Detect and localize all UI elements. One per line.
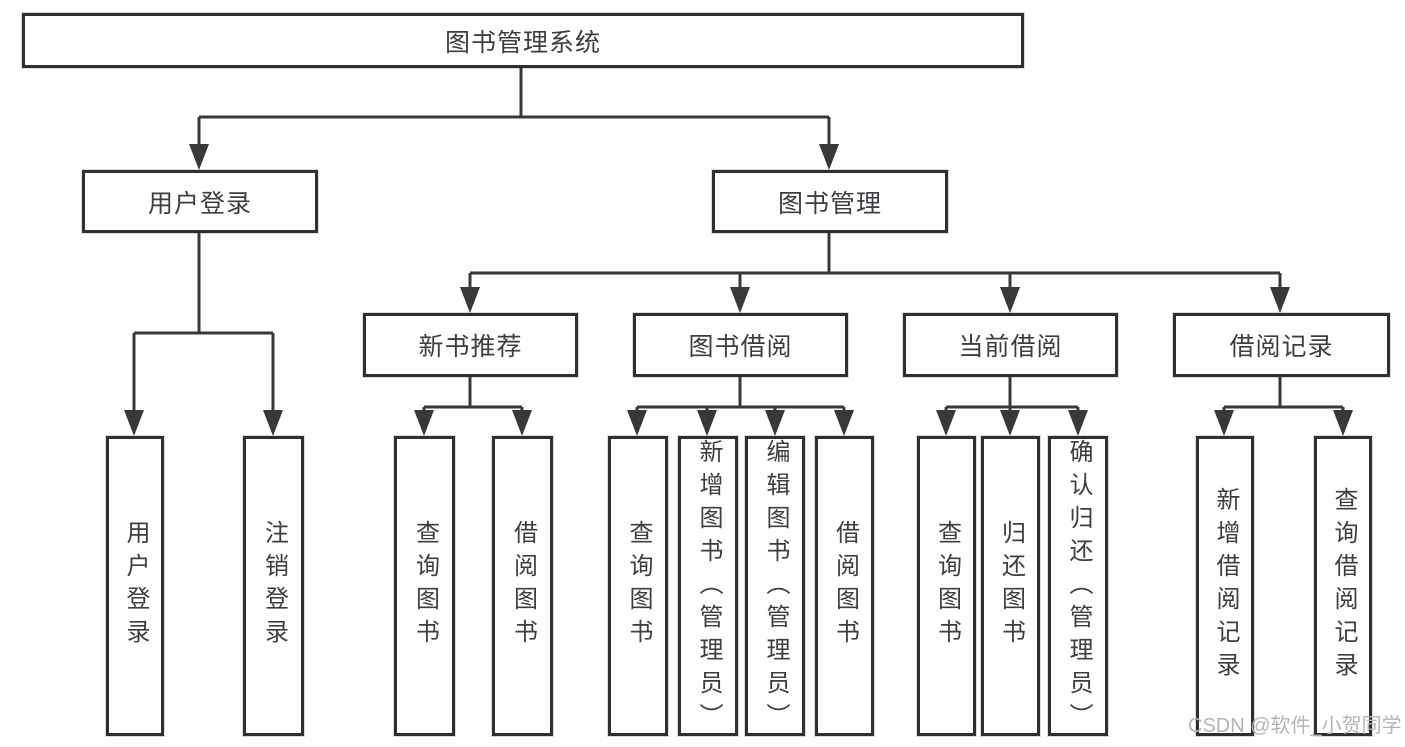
leaf-edit-books-admin: 编辑图书（管理员） (745, 436, 805, 736)
node-current-borrow: 当前借阅 (903, 313, 1118, 377)
leaf-borrow-books-recommend: 借阅图书 (492, 436, 553, 736)
node-label: 新增借阅记录 (1212, 487, 1239, 685)
node-new-book-recommend: 新书推荐 (363, 313, 578, 377)
leaf-logout: 注销登录 (243, 436, 304, 736)
node-label: 编辑图书（管理员） (762, 439, 789, 736)
leaf-return-books: 归还图书 (981, 436, 1040, 736)
leaf-add-borrow-record: 新增借阅记录 (1196, 436, 1254, 736)
node-label: 图书管理 (777, 189, 882, 218)
node-label: 查询借阅记录 (1330, 487, 1357, 685)
node-book-borrow: 图书借阅 (633, 313, 848, 377)
node-library-management-system: 图书管理系统 (22, 13, 1024, 68)
leaf-user-login: 用户登录 (106, 436, 164, 736)
csdn-watermark: CSDN @软件_小贺同学 (1188, 715, 1402, 737)
node-label: 当前借阅 (958, 333, 1063, 361)
tree-edges (132, 68, 1345, 414)
node-label: 借阅图书 (509, 520, 537, 652)
leaf-query-books-borrow: 查询图书 (608, 436, 668, 736)
leaf-query-borrow-record: 查询借阅记录 (1314, 436, 1372, 736)
arrowhead-icons (124, 144, 1353, 436)
node-label: 借阅记录 (1229, 333, 1334, 361)
node-label: 查询图书 (411, 520, 439, 652)
leaf-query-books-recommend: 查询图书 (394, 436, 455, 736)
node-label: 新增图书（管理员） (695, 439, 722, 736)
node-book-management: 图书管理 (712, 170, 948, 233)
leaf-borrow-books: 借阅图书 (815, 436, 874, 736)
node-user-login: 用户登录 (82, 170, 318, 233)
node-label: 归还图书 (997, 520, 1025, 652)
node-label: 新书推荐 (418, 333, 523, 361)
node-label: 用户登录 (122, 520, 149, 652)
leaf-confirm-return-admin: 确认归还（管理员） (1048, 436, 1108, 736)
node-label: 注销登录 (260, 520, 288, 652)
node-label: 查询图书 (625, 520, 652, 652)
node-borrow-records: 借阅记录 (1173, 313, 1390, 377)
node-label: 确认归还（管理员） (1065, 439, 1092, 736)
leaf-query-books-current: 查询图书 (917, 436, 976, 736)
node-label: 用户登录 (147, 189, 252, 218)
node-label: 图书借阅 (688, 333, 793, 361)
node-label: 图书管理系统 (444, 28, 601, 57)
leaf-add-books-admin: 新增图书（管理员） (678, 436, 738, 736)
node-label: 借阅图书 (831, 520, 859, 652)
node-label: 查询图书 (933, 520, 961, 652)
